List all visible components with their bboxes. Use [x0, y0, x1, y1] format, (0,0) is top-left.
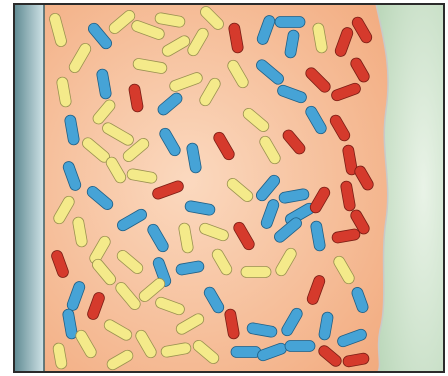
blue-capsule — [285, 341, 315, 352]
yellow-capsule — [241, 267, 271, 278]
blue-capsule — [275, 17, 305, 28]
blue-capsule — [231, 347, 261, 358]
wall — [14, 4, 44, 372]
